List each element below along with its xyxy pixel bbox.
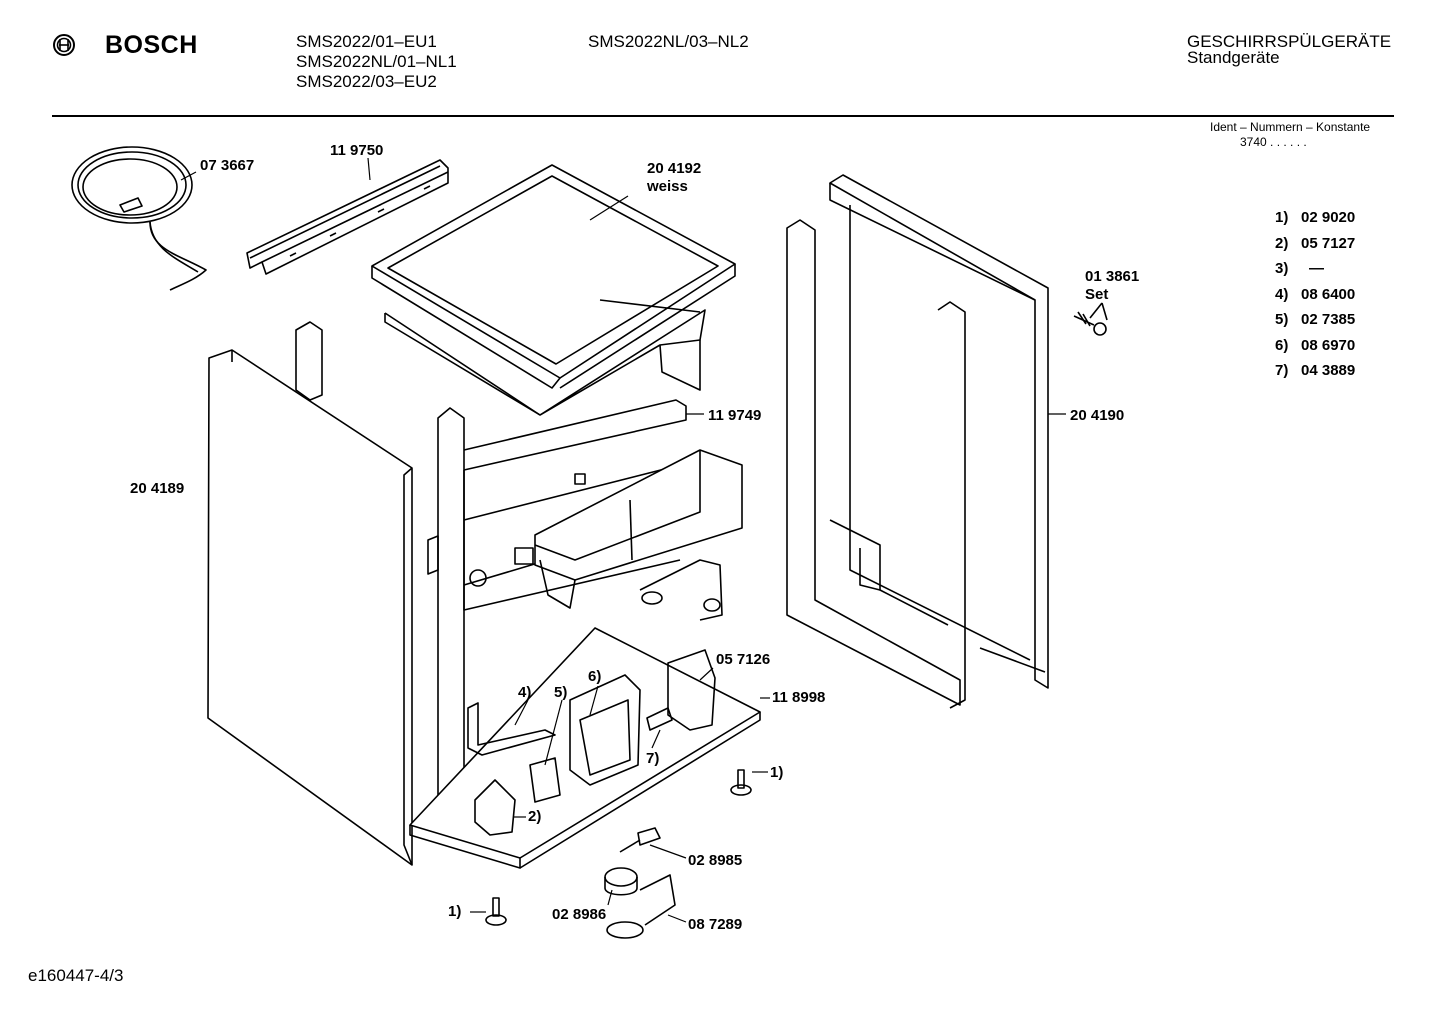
legend-row: 4)08 6400 (1275, 285, 1356, 303)
screw-set-drawing (1074, 303, 1107, 335)
part-label: 08 7289 (688, 916, 743, 933)
part-label: 11 9750 (330, 142, 384, 159)
power-cord-drawing (72, 147, 206, 290)
part-label: 20 4190 (1070, 407, 1125, 424)
legend-row: 1)02 9020 (1275, 209, 1356, 226)
ref-number: 2) (528, 808, 542, 825)
ident-title: Ident – Nummern – Konstante (1210, 120, 1371, 134)
part-label: 02 8986 (552, 906, 607, 923)
ref-number: 6) (588, 668, 602, 685)
legend-row: 2)05 7127 (1275, 234, 1356, 252)
top-rail-drawing (247, 160, 448, 274)
part-note: weiss (647, 178, 688, 195)
model-list-primary: SMS2022/01–EU1 SMS2022NL/01–NL1 SMS2022/… (296, 32, 457, 92)
left-side-panel-drawing (208, 350, 412, 865)
legend-row: 7)04 3889 (1275, 362, 1356, 379)
model-number: SMS2022/03–EU2 (296, 72, 437, 91)
header-divider (52, 115, 1394, 117)
brand-name: BOSCH (105, 31, 198, 59)
parts-legend: 1)02 9020 2)05 7127 3)— 4)08 6400 5)02 7… (1275, 205, 1355, 384)
ref-number: 5) (554, 684, 568, 701)
ref-number: 1) (770, 764, 784, 781)
bosch-logo-icon (54, 35, 74, 55)
part-note: Set (1085, 286, 1109, 303)
ident-value: 3740 . . . . . . (1240, 135, 1307, 149)
model-number: SMS2022NL/01–NL1 (296, 52, 457, 71)
model-number: SMS2022NL/03–NL2 (588, 32, 749, 51)
part-label: 01 3861 (1085, 268, 1140, 285)
part-label: 02 8985 (688, 852, 743, 869)
ref-number: 7) (646, 750, 660, 767)
part-label: 20 4189 (130, 480, 185, 497)
worktop-drawing (372, 165, 735, 415)
base-pan-drawing (410, 628, 760, 868)
right-side-panel-drawing (787, 175, 1048, 708)
part-label: 20 4192 (647, 160, 702, 177)
legend-row: 3)— (1275, 260, 1324, 277)
category-title: GESCHIRRSPÜLGERÄTE (1187, 32, 1392, 51)
part-label: 11 9749 (708, 407, 762, 424)
model-list-secondary: SMS2022NL/03–NL2 (588, 32, 749, 52)
legend-row: 5)02 7385 (1275, 311, 1356, 328)
legend-row: 6)08 6970 (1275, 336, 1356, 354)
ref-number: 1) (448, 903, 462, 920)
model-number: SMS2022/01–EU1 (296, 32, 437, 51)
part-label: 05 7126 (716, 651, 771, 668)
part-label: 11 8998 (772, 689, 826, 706)
part-label: 07 3667 (200, 157, 255, 174)
category-subtitle: Standgeräte (1187, 48, 1280, 67)
ref-number: 4) (518, 684, 532, 701)
document-id: e160447-4/3 (28, 966, 124, 985)
leader-lines (181, 158, 1066, 922)
rear-crossmember-drawing (464, 400, 742, 620)
category-block: GESCHIRRSPÜLGERÄTE Standgeräte (1187, 32, 1391, 68)
foot-parts-drawing (486, 770, 751, 938)
